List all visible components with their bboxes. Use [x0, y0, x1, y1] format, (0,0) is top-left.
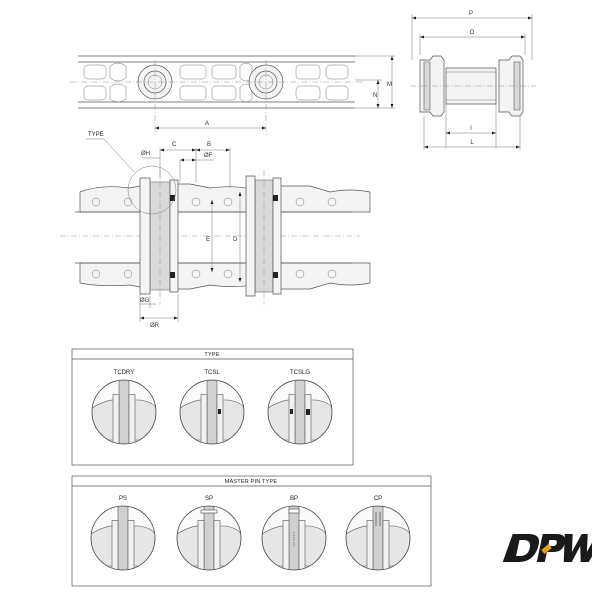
dim-f: ØF	[204, 153, 213, 159]
pin-label-3: CP	[374, 496, 382, 502]
pin-label-1: SP	[205, 496, 213, 502]
pin-label-2: BP	[290, 496, 298, 502]
dim-g: ØG	[140, 298, 150, 304]
dim-i: I	[470, 126, 472, 132]
type-label-2: TCSLG	[290, 370, 310, 376]
dim-n: N	[373, 93, 377, 99]
type-panel: TYPE TCDRY TCSL TCSLG	[71, 348, 354, 466]
roller-side-view: P O I L	[410, 11, 536, 150]
dpw-logo	[502, 534, 592, 562]
dim-r: ØR	[150, 323, 160, 329]
dim-e: E	[206, 237, 210, 243]
chain-top-view: A N M	[70, 55, 395, 135]
type-panel-title: TYPE	[204, 352, 219, 358]
type-callout: TYPE	[88, 132, 104, 138]
type-detail-1	[179, 379, 245, 445]
dim-h: ØH	[141, 151, 150, 157]
master-pin-panel: MASTER PIN TYPE PS SP BP CP	[71, 475, 432, 587]
type-label-0: TCDRY	[114, 370, 135, 376]
chain-section-view: TYPE C B ØF ØH E D ØG ØR	[60, 132, 371, 329]
dim-d: D	[233, 237, 238, 243]
pin-detail-3	[345, 505, 411, 571]
pin-detail-0	[90, 505, 156, 571]
type-detail-0	[91, 379, 157, 445]
dim-l: L	[470, 140, 474, 146]
pin-detail-2	[261, 505, 327, 571]
pin-label-0: PS	[119, 496, 127, 502]
dim-a: A	[205, 121, 209, 127]
dim-b: B	[207, 142, 211, 148]
dim-c: C	[172, 142, 177, 148]
master-pin-panel-title: MASTER PIN TYPE	[225, 479, 278, 485]
pin-detail-1	[176, 505, 242, 571]
dim-o: O	[470, 30, 475, 36]
dim-p: P	[469, 11, 473, 17]
dim-m: M	[387, 82, 392, 88]
type-label-1: TCSL	[204, 370, 220, 376]
type-detail-2	[267, 379, 333, 445]
